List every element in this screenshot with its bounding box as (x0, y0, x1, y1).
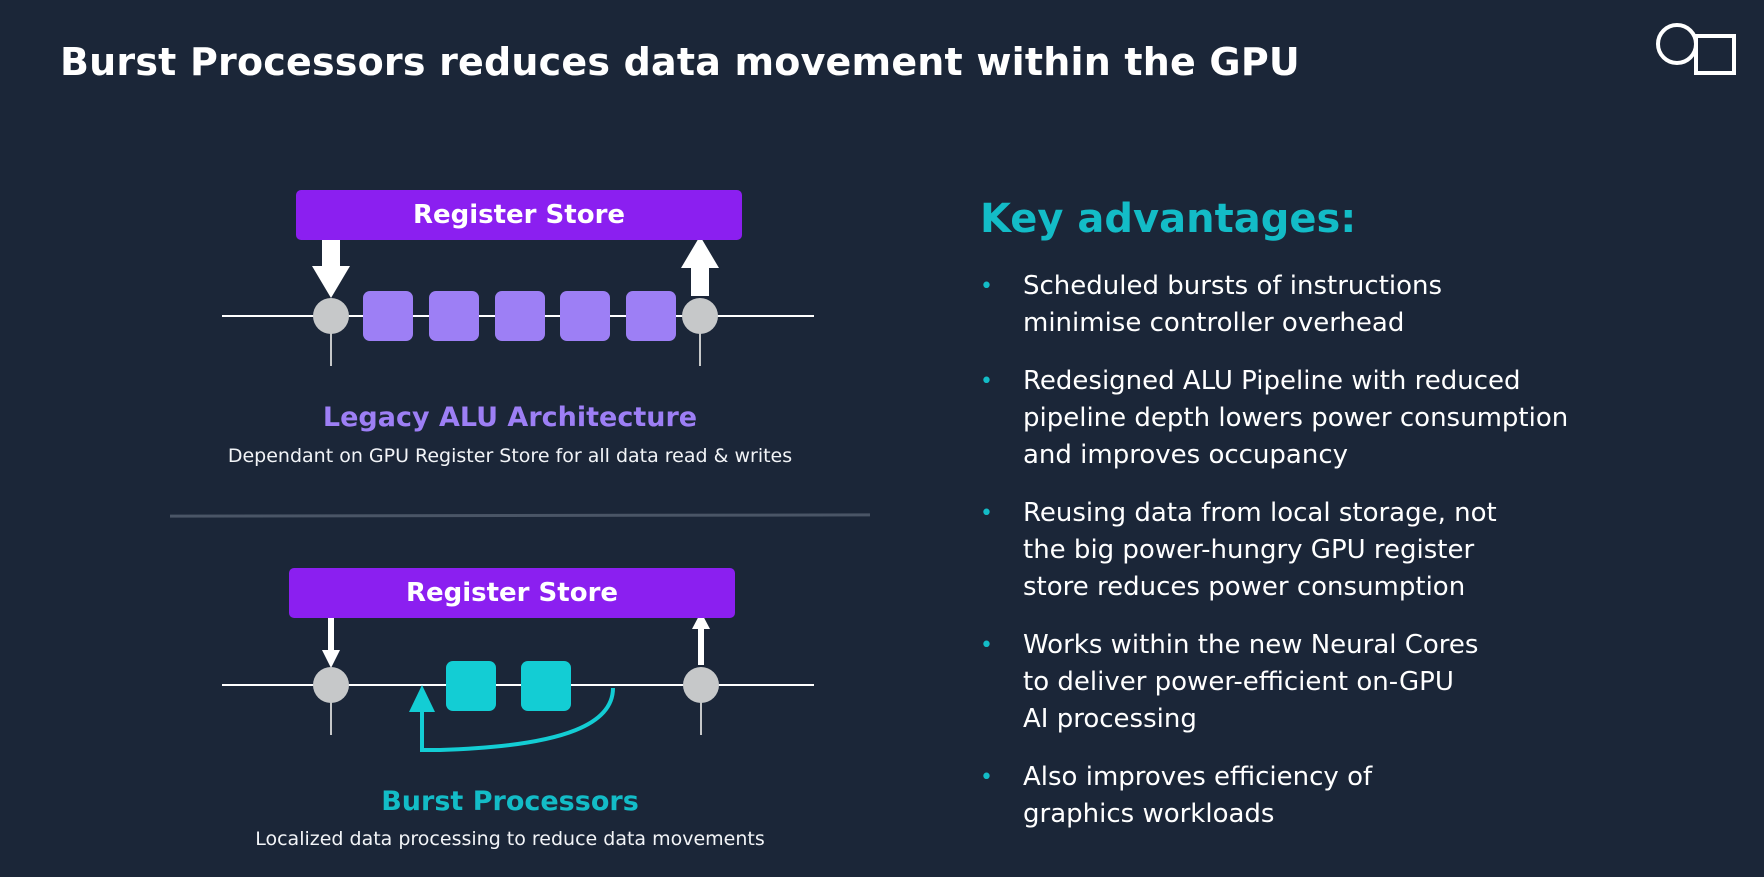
advantage-line: Redesigned ALU Pipeline with reduced (1023, 366, 1521, 396)
advantage-item: • Also improves efficiency of graphics w… (980, 759, 1620, 833)
burst-loopback-path (420, 687, 615, 752)
advantages-heading: Key advantages: (980, 196, 1357, 242)
burst-subtitle: Localized data processing to reduce data… (255, 828, 765, 850)
burst-loopback-arrow-icon (409, 685, 435, 712)
advantage-item: • Reusing data from local storage, not t… (980, 495, 1620, 606)
advantage-line: the big power-hungry GPU register (1023, 535, 1475, 565)
circle-square-logo-icon (1656, 23, 1736, 75)
legacy-title: Legacy ALU Architecture (322, 402, 698, 433)
burst-output-node (683, 667, 719, 703)
burst-processor-block (446, 661, 496, 711)
legacy-register-store: Register Store (296, 190, 742, 240)
advantage-item: • Scheduled bursts of instructions minim… (980, 268, 1620, 342)
burst-title: Burst Processors (381, 786, 639, 817)
advantage-line: Also improves efficiency of (1023, 762, 1373, 792)
burst-input-node (313, 667, 349, 703)
burst-processors-diagram: Register Store Burst Processors Localize… (150, 560, 870, 860)
advantage-line: pipeline depth lowers power consumption (1023, 403, 1569, 433)
bullet-icon: • (980, 501, 993, 526)
advantage-line: Reusing data from local storage, not (1023, 498, 1497, 528)
advantage-line: AI processing (1023, 704, 1197, 734)
slide-title: Burst Processors reduces data movement w… (60, 40, 1300, 84)
bullet-icon: • (980, 765, 993, 790)
legacy-alu-block (429, 291, 479, 341)
advantage-item: • Works within the new Neural Cores to d… (980, 627, 1620, 738)
advantage-line: store reduces power consumption (1023, 572, 1466, 602)
legacy-alu-diagram: Register Store Legacy ALU Architecture D… (150, 180, 870, 470)
legacy-pipeline-graphic (222, 236, 814, 366)
legacy-input-node (313, 298, 349, 334)
bullet-icon: • (980, 369, 993, 394)
burst-processor-block (521, 661, 571, 711)
legacy-alu-block (363, 291, 413, 341)
section-divider (169, 513, 871, 518)
bullet-icon: • (980, 633, 993, 658)
burst-pipeline-graphic (222, 612, 814, 752)
advantage-line: and improves occupancy (1023, 440, 1349, 470)
advantage-line: Scheduled bursts of instructions (1023, 271, 1443, 301)
bullet-icon: • (980, 274, 993, 299)
advantage-line: Works within the new Neural Cores (1023, 630, 1479, 660)
legacy-output-node (682, 298, 718, 334)
advantage-line: minimise controller overhead (1023, 308, 1405, 338)
advantage-item: • Redesigned ALU Pipeline with reduced p… (980, 363, 1620, 474)
advantage-line: to deliver power-efficient on-GPU (1023, 667, 1454, 697)
advantages-list: • Scheduled bursts of instructions minim… (980, 268, 1620, 833)
legacy-alu-block (626, 291, 676, 341)
burst-register-store: Register Store (289, 568, 735, 618)
legacy-read-arrow-icon (312, 238, 350, 298)
legacy-write-arrow-icon (681, 236, 719, 296)
legacy-subtitle: Dependant on GPU Register Store for all … (227, 445, 793, 467)
burst-write-arrow-icon (692, 612, 710, 665)
legacy-alu-block (560, 291, 610, 341)
burst-read-arrow-icon (322, 616, 340, 668)
legacy-alu-block (495, 291, 545, 341)
advantage-line: graphics workloads (1023, 799, 1275, 829)
